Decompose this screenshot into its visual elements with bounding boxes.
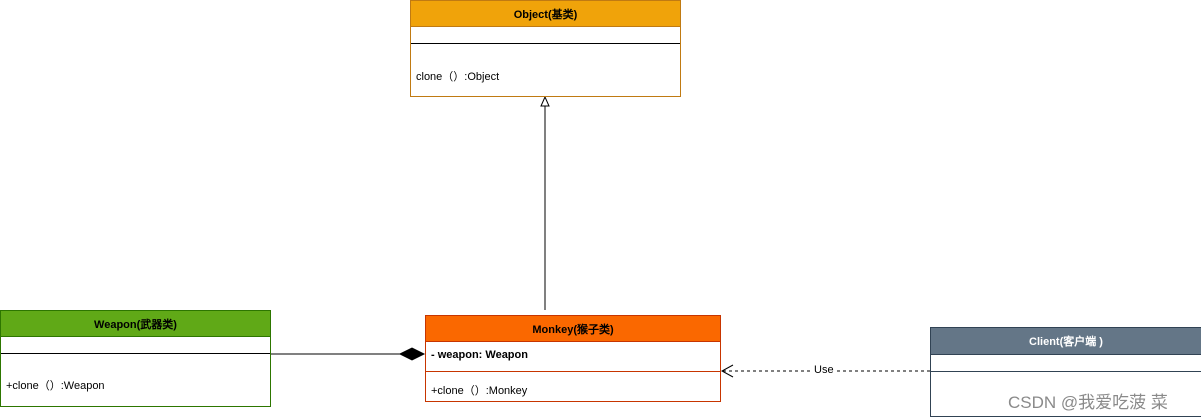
- class-monkey-title: Monkey(猴子类): [426, 316, 720, 342]
- class-monkey-attribute: - weapon: Weapon: [431, 349, 528, 361]
- class-monkey-attribute-name: - weapon:: [431, 349, 486, 361]
- class-object[interactable]: Object(基类) clone（）:Object: [410, 0, 681, 97]
- generalization-arrowhead: [540, 95, 550, 107]
- composition-diamond: [398, 347, 426, 361]
- class-client-title: Client(客户端 ): [931, 328, 1201, 355]
- class-weapon-divider: [1, 353, 270, 354]
- class-object-method: clone（）:Object: [416, 71, 500, 83]
- class-weapon-method: +clone（）:Weapon: [6, 380, 105, 392]
- class-weapon[interactable]: Weapon(武器类) +clone（）:Weapon: [0, 310, 271, 407]
- class-monkey-divider: [426, 371, 720, 372]
- class-monkey-attribute-type: Weapon: [485, 349, 528, 361]
- dependency-arrowhead: [720, 364, 734, 378]
- class-weapon-title: Weapon(武器类): [1, 311, 270, 337]
- watermark: CSDN @我爱吃菠 菜: [1008, 393, 1168, 412]
- class-object-divider: [411, 43, 680, 44]
- class-monkey[interactable]: Monkey(猴子类) - weapon: Weapon +clone（）:Mo…: [425, 315, 721, 402]
- class-monkey-method: +clone（）:Monkey: [431, 385, 528, 397]
- class-client-divider: [931, 371, 1201, 372]
- use-label: Use: [813, 364, 835, 377]
- class-object-title: Object(基类): [411, 1, 680, 27]
- class-client[interactable]: Client(客户端 ): [930, 327, 1201, 417]
